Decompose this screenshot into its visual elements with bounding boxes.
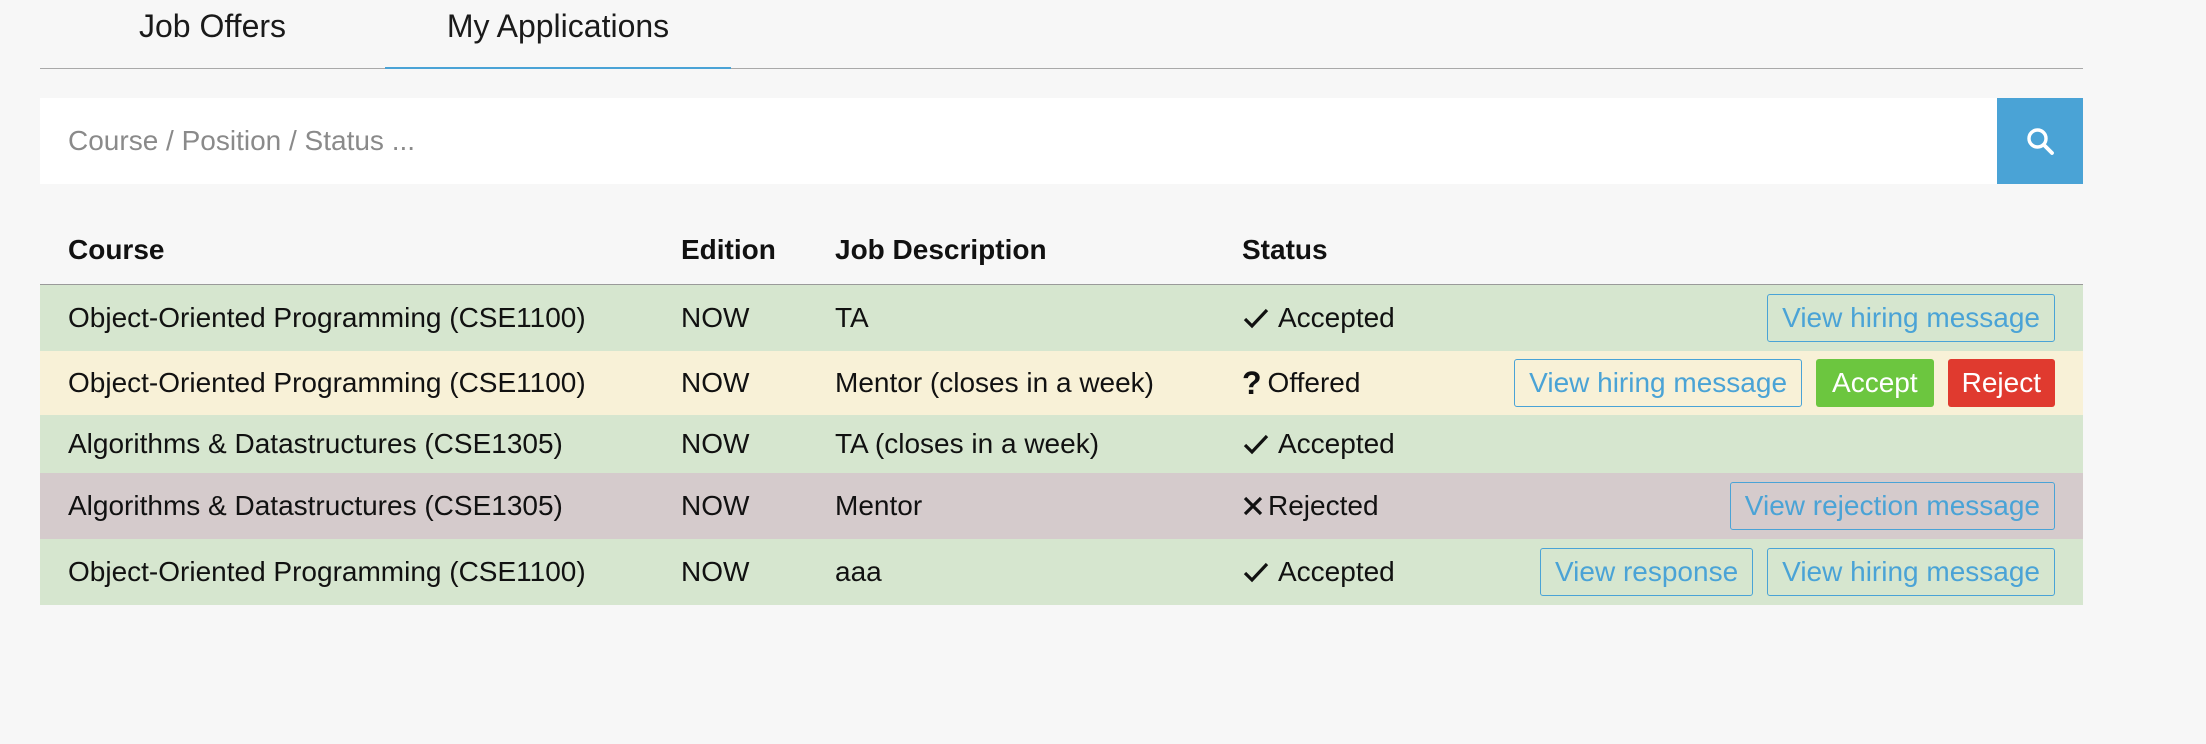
check-icon (1242, 561, 1270, 583)
status-text: Accepted (1278, 428, 1395, 459)
search-icon (2027, 128, 2054, 155)
edition-cell: NOW (681, 556, 750, 587)
tab-my-applications[interactable]: My Applications (385, 0, 731, 69)
course-cell: Object-Oriented Programming (CSE1100) (68, 556, 586, 587)
x-icon (1242, 496, 1264, 516)
course-cell: Algorithms & Datastructures (CSE1305) (68, 428, 563, 459)
table-row: Algorithms & Datastructures (CSE1305) NO… (40, 473, 2083, 539)
table-row: Algorithms & Datastructures (CSE1305) NO… (40, 415, 2083, 473)
status-cell: Accepted (1242, 415, 1395, 473)
tab-label: My Applications (446, 7, 670, 44)
job-description-cell: Mentor (835, 490, 923, 521)
view-response-button[interactable]: View response (1540, 548, 1754, 596)
applications-page: Job Offers My Applications Course Editio… (40, 0, 2083, 605)
table-row: Object-Oriented Programming (CSE1100) NO… (40, 539, 2083, 605)
status-text: Accepted (1278, 556, 1395, 587)
status-cell: Accepted (1242, 539, 1395, 605)
header-job-description: Job Description (835, 234, 1047, 265)
actions-cell: View rejection message (1729, 473, 2055, 539)
table-row: Object-Oriented Programming (CSE1100) NO… (40, 351, 2083, 415)
job-description-cell: Mentor (closes in a week) (835, 367, 1155, 398)
view-rejection-message-button[interactable]: View rejection message (1729, 482, 2055, 530)
table-header: Course Edition Job Description Status (40, 216, 2083, 285)
header-edition: Edition (681, 234, 776, 265)
status-text: Offered (1267, 367, 1361, 398)
tab-job-offers[interactable]: Job Offers (40, 0, 385, 68)
applications-table: Course Edition Job Description Status Ob… (40, 216, 2083, 605)
search-input[interactable] (40, 98, 1997, 184)
status-cell: Rejected (1242, 473, 1379, 539)
tab-bar: Job Offers My Applications (40, 0, 2083, 69)
header-status: Status (1242, 234, 1328, 265)
search-button[interactable] (1997, 98, 2083, 184)
status-cell: Accepted (1242, 285, 1395, 351)
status-cell: ? Offered (1242, 351, 1360, 415)
view-hiring-message-button[interactable]: View hiring message (1767, 548, 2055, 596)
job-description-cell: TA (closes in a week) (835, 428, 1100, 459)
edition-cell: NOW (681, 302, 750, 333)
search-bar (40, 98, 2083, 184)
header-course: Course (68, 234, 165, 265)
check-icon (1242, 433, 1270, 455)
edition-cell: NOW (681, 367, 750, 398)
actions-cell: View hiring message Accept Reject (1514, 351, 2055, 415)
job-description-cell: TA (835, 302, 869, 333)
reject-button[interactable]: Reject (1947, 359, 2055, 407)
view-hiring-message-button[interactable]: View hiring message (1767, 294, 2055, 342)
actions-cell: View hiring message (1767, 285, 2055, 351)
check-icon (1242, 307, 1270, 329)
question-icon: ? (1242, 364, 1262, 401)
course-cell: Object-Oriented Programming (CSE1100) (68, 367, 586, 398)
status-text: Accepted (1278, 302, 1395, 333)
job-description-cell: aaa (835, 556, 882, 587)
accept-button[interactable]: Accept (1816, 359, 1934, 407)
table-row: Object-Oriented Programming (CSE1100) NO… (40, 285, 2083, 351)
course-cell: Algorithms & Datastructures (CSE1305) (68, 490, 563, 521)
course-cell: Object-Oriented Programming (CSE1100) (68, 302, 586, 333)
actions-cell: View response View hiring message (1540, 539, 2055, 605)
edition-cell: NOW (681, 490, 750, 521)
view-hiring-message-button[interactable]: View hiring message (1514, 359, 1803, 407)
status-text: Rejected (1268, 490, 1379, 521)
edition-cell: NOW (681, 428, 750, 459)
tab-label: Job Offers (138, 7, 287, 44)
